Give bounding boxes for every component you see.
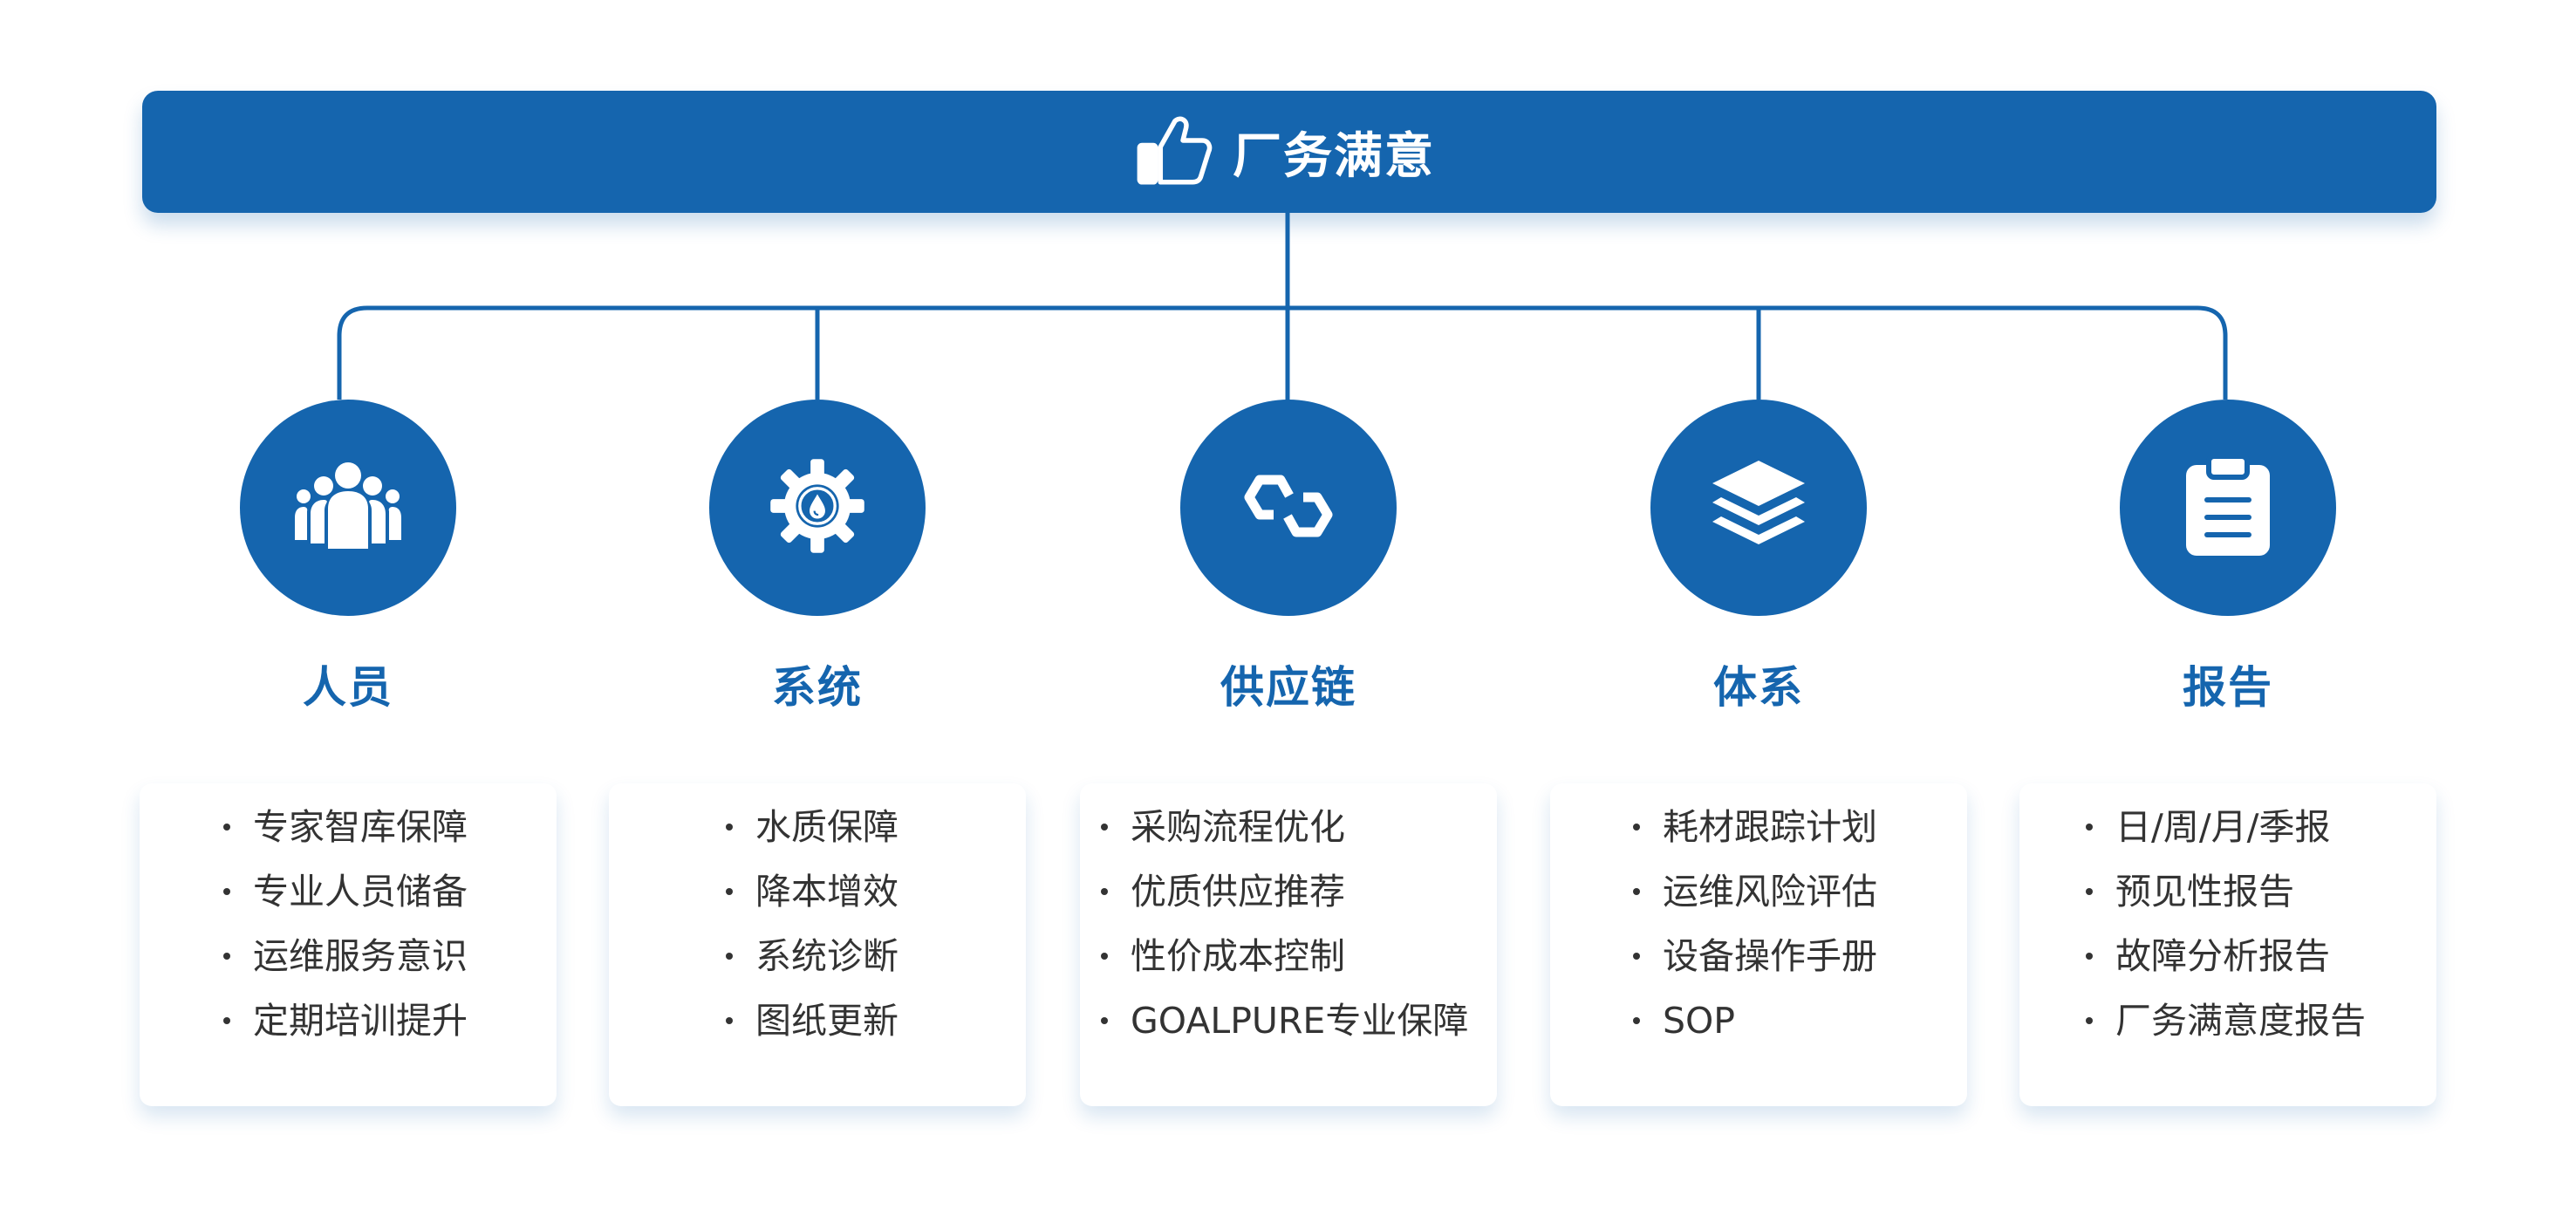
- personnel-card: 专家智库保障 专业人员储备 运维服务意识 定期培训提升: [140, 783, 557, 1106]
- bullet-icon: [1101, 1017, 1108, 1024]
- column-personnel: 人员 专家智库保障 专业人员储备 运维服务意识 定期培训提升: [140, 400, 557, 1106]
- bullet-icon: [1633, 1017, 1640, 1024]
- bullet-icon: [223, 1017, 230, 1024]
- bullet-icon: [726, 953, 733, 960]
- list-item: GOALPURE专业保障: [1101, 995, 1468, 1047]
- list-item-label: 故障分析报告: [2115, 935, 2330, 977]
- reports-card: 日/周/月/季报 预见性报告 故障分析报告 厂务满意度报告: [2019, 783, 2436, 1106]
- list-item-label: 性价成本控制: [1131, 935, 1345, 977]
- supply-chain-icon-circle: [1180, 400, 1397, 616]
- list-item: 日/周/月/季报: [2086, 801, 2330, 853]
- list-item: SOP: [1633, 995, 1735, 1047]
- bullet-icon: [2086, 824, 2093, 831]
- list-item: 系统诊断: [726, 930, 899, 982]
- list-item: 水质保障: [726, 801, 899, 853]
- bullet-icon: [2086, 888, 2093, 895]
- clipboard-icon: [2183, 454, 2273, 561]
- list-item-label: 系统诊断: [755, 935, 899, 977]
- layers-icon: [1707, 457, 1810, 558]
- column-reports: 报告 日/周/月/季报 预见性报告 故障分析报告 厂务满意度报告: [2019, 400, 2436, 1106]
- list-item-label: 厂务满意度报告: [2115, 1000, 2366, 1042]
- personnel-icon-circle: [240, 400, 456, 616]
- list-item-label: 定期培训提升: [253, 1000, 468, 1042]
- reports-title: 报告: [2183, 662, 2273, 713]
- list-item-label: 设备操作手册: [1663, 935, 1877, 977]
- bullet-icon: [726, 824, 733, 831]
- bullet-icon: [1101, 953, 1108, 960]
- list-item-label: 耗材跟踪计划: [1663, 806, 1877, 848]
- system-card: 水质保障 降本增效 系统诊断 图纸更新: [609, 783, 1026, 1106]
- list-item: 性价成本控制: [1101, 930, 1345, 982]
- reports-icon-circle: [2120, 400, 2336, 616]
- list-item: 耗材跟踪计划: [1633, 801, 1877, 853]
- list-item: 专业人员储备: [223, 865, 468, 918]
- list-item: 设备操作手册: [1633, 930, 1877, 982]
- supply-chain-card: 采购流程优化 优质供应推荐 性价成本控制 GOALPURE专业保障: [1080, 783, 1497, 1106]
- system-icon-circle: [709, 400, 926, 616]
- list-item: 厂务满意度报告: [2086, 995, 2366, 1047]
- bullet-icon: [1101, 824, 1108, 831]
- list-item: 故障分析报告: [2086, 930, 2330, 982]
- list-item-label: 预见性报告: [2115, 871, 2294, 913]
- supply-chain-title: 供应链: [1220, 662, 1356, 713]
- list-item-label: 优质供应推荐: [1131, 871, 1345, 913]
- list-item: 预见性报告: [2086, 865, 2294, 918]
- list-item-label: 图纸更新: [755, 1000, 899, 1042]
- system-title: 系统: [772, 662, 863, 713]
- column-supply-chain: 供应链 采购流程优化 优质供应推荐 性价成本控制 GOALPURE专业保障: [1080, 400, 1497, 1106]
- framework-icon-circle: [1650, 400, 1867, 616]
- list-item-label: 运维服务意识: [253, 935, 468, 977]
- list-item-label: 采购流程优化: [1131, 806, 1345, 848]
- bullet-icon: [726, 1017, 733, 1024]
- bullet-icon: [1633, 824, 1640, 831]
- people-group-icon: [291, 458, 405, 557]
- bullet-icon: [726, 888, 733, 895]
- bullet-icon: [2086, 1017, 2093, 1024]
- bullet-icon: [2086, 953, 2093, 960]
- list-item: 优质供应推荐: [1101, 865, 1345, 918]
- column-framework: 体系 耗材跟踪计划 运维风险评估 设备操作手册 SOP: [1550, 400, 1967, 1106]
- list-item-label: 运维风险评估: [1663, 871, 1877, 913]
- framework-title: 体系: [1713, 662, 1804, 713]
- bullet-icon: [223, 888, 230, 895]
- column-system: 系统 水质保障 降本增效 系统诊断 图纸更新: [609, 400, 1026, 1106]
- header-content: 厂务满意: [1133, 110, 1435, 194]
- bullet-icon: [1633, 888, 1640, 895]
- bullet-icon: [1633, 953, 1640, 960]
- list-item: 降本增效: [726, 865, 899, 918]
- list-item-label: 专家智库保障: [253, 806, 468, 848]
- header-title: 厂务满意: [1233, 127, 1435, 185]
- list-item-label: 专业人员储备: [253, 871, 468, 913]
- framework-card: 耗材跟踪计划 运维风险评估 设备操作手册 SOP: [1550, 783, 1967, 1106]
- list-item-label: 水质保障: [755, 806, 899, 848]
- personnel-title: 人员: [303, 662, 393, 713]
- bullet-icon: [1101, 888, 1108, 895]
- chain-link-icon: [1240, 462, 1336, 553]
- bullet-icon: [223, 824, 230, 831]
- thumbs-up-icon: [1133, 110, 1213, 194]
- list-item-label: GOALPURE专业保障: [1131, 1000, 1469, 1042]
- list-item-label: 降本增效: [755, 871, 899, 913]
- list-item: 图纸更新: [726, 995, 899, 1047]
- list-item: 采购流程优化: [1101, 801, 1345, 853]
- list-item-label: 日/周/月/季报: [2115, 806, 2331, 848]
- bullet-icon: [223, 953, 230, 960]
- list-item-label: SOP: [1663, 1000, 1736, 1042]
- list-item: 运维服务意识: [223, 930, 468, 982]
- header-banner: 厂务满意: [142, 91, 2436, 213]
- gear-droplet-icon: [769, 457, 866, 558]
- list-item: 专家智库保障: [223, 801, 468, 853]
- list-item: 运维风险评估: [1633, 865, 1877, 918]
- list-item: 定期培训提升: [223, 995, 468, 1047]
